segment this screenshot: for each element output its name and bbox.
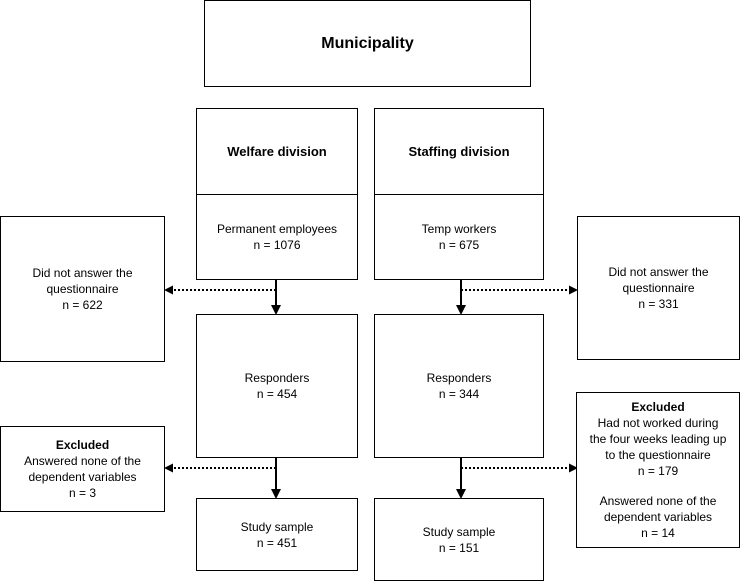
staffing-employees-box: Temp workers n = 675 (374, 194, 544, 280)
excluded-right-box: Excluded Had not worked during the four … (576, 392, 740, 548)
excluded-right-reason1-line1: Had not worked during (597, 416, 719, 430)
welfare-responders-box: Responders n = 454 (196, 314, 358, 458)
excluded-left-line1: Answered none of the (24, 454, 141, 468)
welfare-responders-count: n = 454 (256, 387, 298, 401)
staffing-employees-label: Temp workers (421, 222, 497, 236)
nonresponse-left-line2: questionnaire (46, 282, 119, 296)
excluded-right-reason1-line2: the four weeks leading up (589, 432, 727, 446)
municipality-title: Municipality (321, 34, 414, 52)
excluded-left-count: n = 3 (68, 486, 97, 500)
staffing-responders-count: n = 344 (438, 387, 480, 401)
staffing-responders-box: Responders n = 344 (374, 314, 544, 458)
municipality-box: Municipality (204, 0, 531, 87)
staffing-division-title: Staffing division (408, 143, 510, 159)
excluded-right-reason2-line1: Answered none of the (599, 494, 717, 508)
staffing-responders-label: Responders (426, 371, 492, 385)
nonresponse-right-line1: Did not answer the (608, 265, 709, 279)
welfare-employees-count: n = 1076 (253, 238, 301, 252)
excluded-right-reason1-count: n = 179 (637, 464, 679, 478)
excluded-right-heading: Excluded (631, 400, 685, 414)
excluded-right-reason1-line3: to the questionnaire (605, 448, 711, 462)
staffing-division-box: Staffing division (374, 108, 544, 195)
welfare-study-sample-count: n = 451 (256, 535, 298, 550)
nonresponse-right-count: n = 331 (638, 297, 679, 311)
nonresponse-left-line1: Did not answer the (32, 266, 133, 280)
staffing-employees-count: n = 675 (438, 238, 480, 252)
welfare-study-sample-label: Study sample (240, 519, 314, 534)
nonresponse-left-count: n = 622 (62, 298, 103, 312)
excluded-left-line2: dependent variables (28, 470, 137, 484)
nonresponse-right-box: Did not answer the questionnaire n = 331 (577, 216, 740, 360)
staffing-study-sample-box: Study sample n = 151 (374, 498, 544, 581)
welfare-employees-label: Permanent employees (216, 222, 338, 236)
excluded-left-box: Excluded Answered none of the dependent … (0, 426, 165, 512)
staffing-study-sample-label: Study sample (422, 524, 496, 539)
excluded-left-heading: Excluded (55, 438, 110, 452)
excluded-right-reason2-count: n = 14 (641, 526, 675, 540)
welfare-division-box: Welfare division (196, 108, 358, 195)
welfare-employees-box: Permanent employees n = 1076 (196, 194, 358, 280)
welfare-study-sample-box: Study sample n = 451 (196, 498, 358, 571)
excluded-right-reason2-line2: dependent variables (603, 510, 713, 524)
nonresponse-left-box: Did not answer the questionnaire n = 622 (0, 216, 165, 362)
welfare-responders-label: Responders (244, 371, 310, 385)
welfare-division-title: Welfare division (227, 143, 327, 159)
staffing-study-sample-count: n = 151 (438, 540, 480, 555)
nonresponse-right-line2: questionnaire (622, 281, 695, 295)
